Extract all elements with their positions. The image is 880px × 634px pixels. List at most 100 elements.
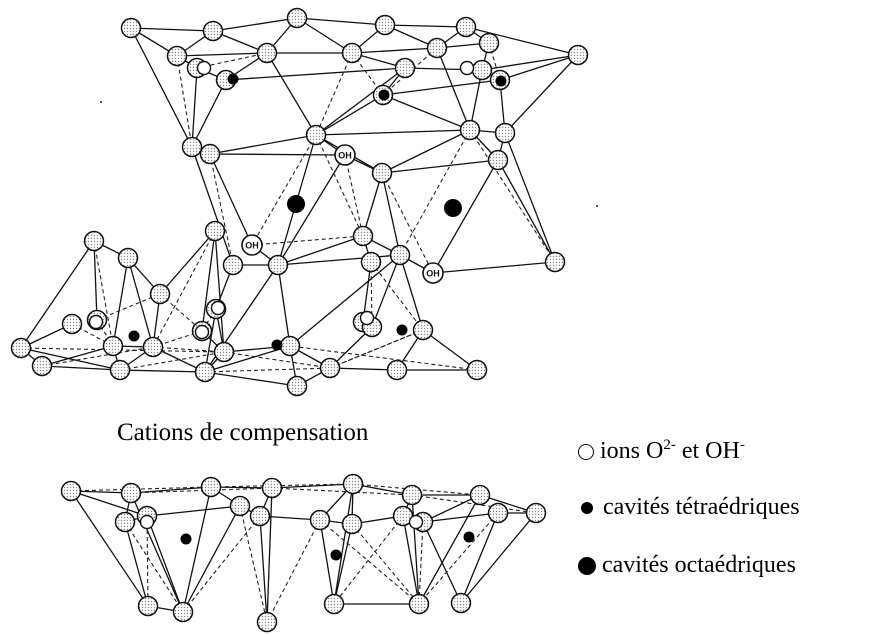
oxygen-ion [261,477,283,499]
oxygen-ion [256,42,278,64]
legend-ions: ions O2- et OH- [578,436,745,466]
bond-line [159,230,216,295]
bond-line-dashed [315,52,353,136]
oxygen-ion [341,42,363,64]
tetrahedral-cavity [271,339,283,351]
oxygen-ion [172,601,194,623]
bond-line [381,172,401,256]
bond-line-dashed [266,519,321,623]
oxygen-ion [213,341,235,363]
bond-line [504,132,556,263]
bond-line [201,230,216,332]
oxygen-ion [471,59,493,81]
tetrahedral-cavity [330,549,342,561]
tetrahedral-cavity [396,324,408,336]
oxygen-ion [166,45,188,67]
oxygen-ion [199,143,221,165]
hydroxyl-ion [334,144,356,166]
bond-line-dashed [469,129,556,263]
bond-line [351,47,438,54]
hydroxyl-label: OH [426,269,440,279]
bond-line-dashed [204,367,331,373]
bond-line-dashed [315,134,364,237]
open-ion [88,314,104,330]
oxygen-ion [194,361,216,383]
oxygen-ion [249,505,271,527]
legend-ions-label: ions O [600,438,664,464]
bond-line-dashed [319,519,420,605]
bond-line [259,515,268,623]
bond-line [362,172,383,237]
bond-line-dashed [251,134,317,246]
bond-line [422,512,499,523]
open-ion [408,514,424,530]
bond-line [402,515,420,605]
bond-line [209,134,317,155]
bond-line [146,505,241,517]
scan-speck [100,101,102,103]
tetrahedral-cavity [128,330,140,342]
tetrahedral-cavity [378,89,390,101]
bond-line [296,17,353,54]
bond-line [460,512,499,604]
bond-line [277,264,291,347]
bond-line [191,146,234,266]
oxygen-ion [114,511,136,533]
bond-line-dashed [96,319,114,347]
oxygen-ion [341,513,363,535]
bond-line [381,129,471,174]
bond-line [481,54,579,71]
oxygen-ion [229,495,251,517]
oxygen-ion [120,482,142,504]
bond-line [209,153,346,156]
oxygen-ion [401,484,423,506]
oxygen-ion [60,480,82,502]
bond-line [204,308,217,373]
bond-line [70,490,148,517]
bond-line [399,254,424,331]
bond-line-dashed [239,505,268,623]
bond-line [20,240,95,349]
bond-line [176,52,268,57]
bond-line-dashed [93,240,114,347]
bond-line [504,54,579,134]
oxygen-ion [142,336,164,358]
oxygen-ion [374,14,396,36]
oxygen-ion [222,254,244,276]
oxygen-ion [408,593,430,615]
oxygen-ion [323,593,345,615]
oxygen-ion [525,502,547,524]
hydroxyl-label: OH [245,241,259,251]
bond-line [315,129,471,136]
bond-line [333,523,353,605]
bond-line [289,254,401,347]
bond-line-dashed [196,52,268,69]
bond-line-dashed [329,329,424,369]
legend-octahedral-label: cavités octaédriques [602,552,796,578]
oxygen-ion [102,335,124,357]
bond-line [70,490,149,607]
oxygen-ion [544,251,566,273]
tetrahedral-cavity [180,533,192,545]
bond-line [266,52,317,136]
open-ion [359,310,375,326]
oxygen-ion [371,162,393,184]
bond-line [296,17,386,26]
oxygen-ion [256,611,278,633]
oxygen-ion [494,122,516,144]
bond-line-dashed [152,346,225,353]
bond-line [93,240,98,321]
oxygen-ion [286,375,308,397]
bond-line-dashed [70,486,212,492]
oxygen-ion [149,283,171,305]
scan-speck [596,205,598,207]
oxygen-ion [204,220,226,242]
bond-line [422,494,481,523]
bond-line [20,347,121,371]
bond-line [381,159,499,174]
oxygen-ion [352,225,374,247]
bond-line [112,257,129,347]
bond-line [277,235,364,266]
